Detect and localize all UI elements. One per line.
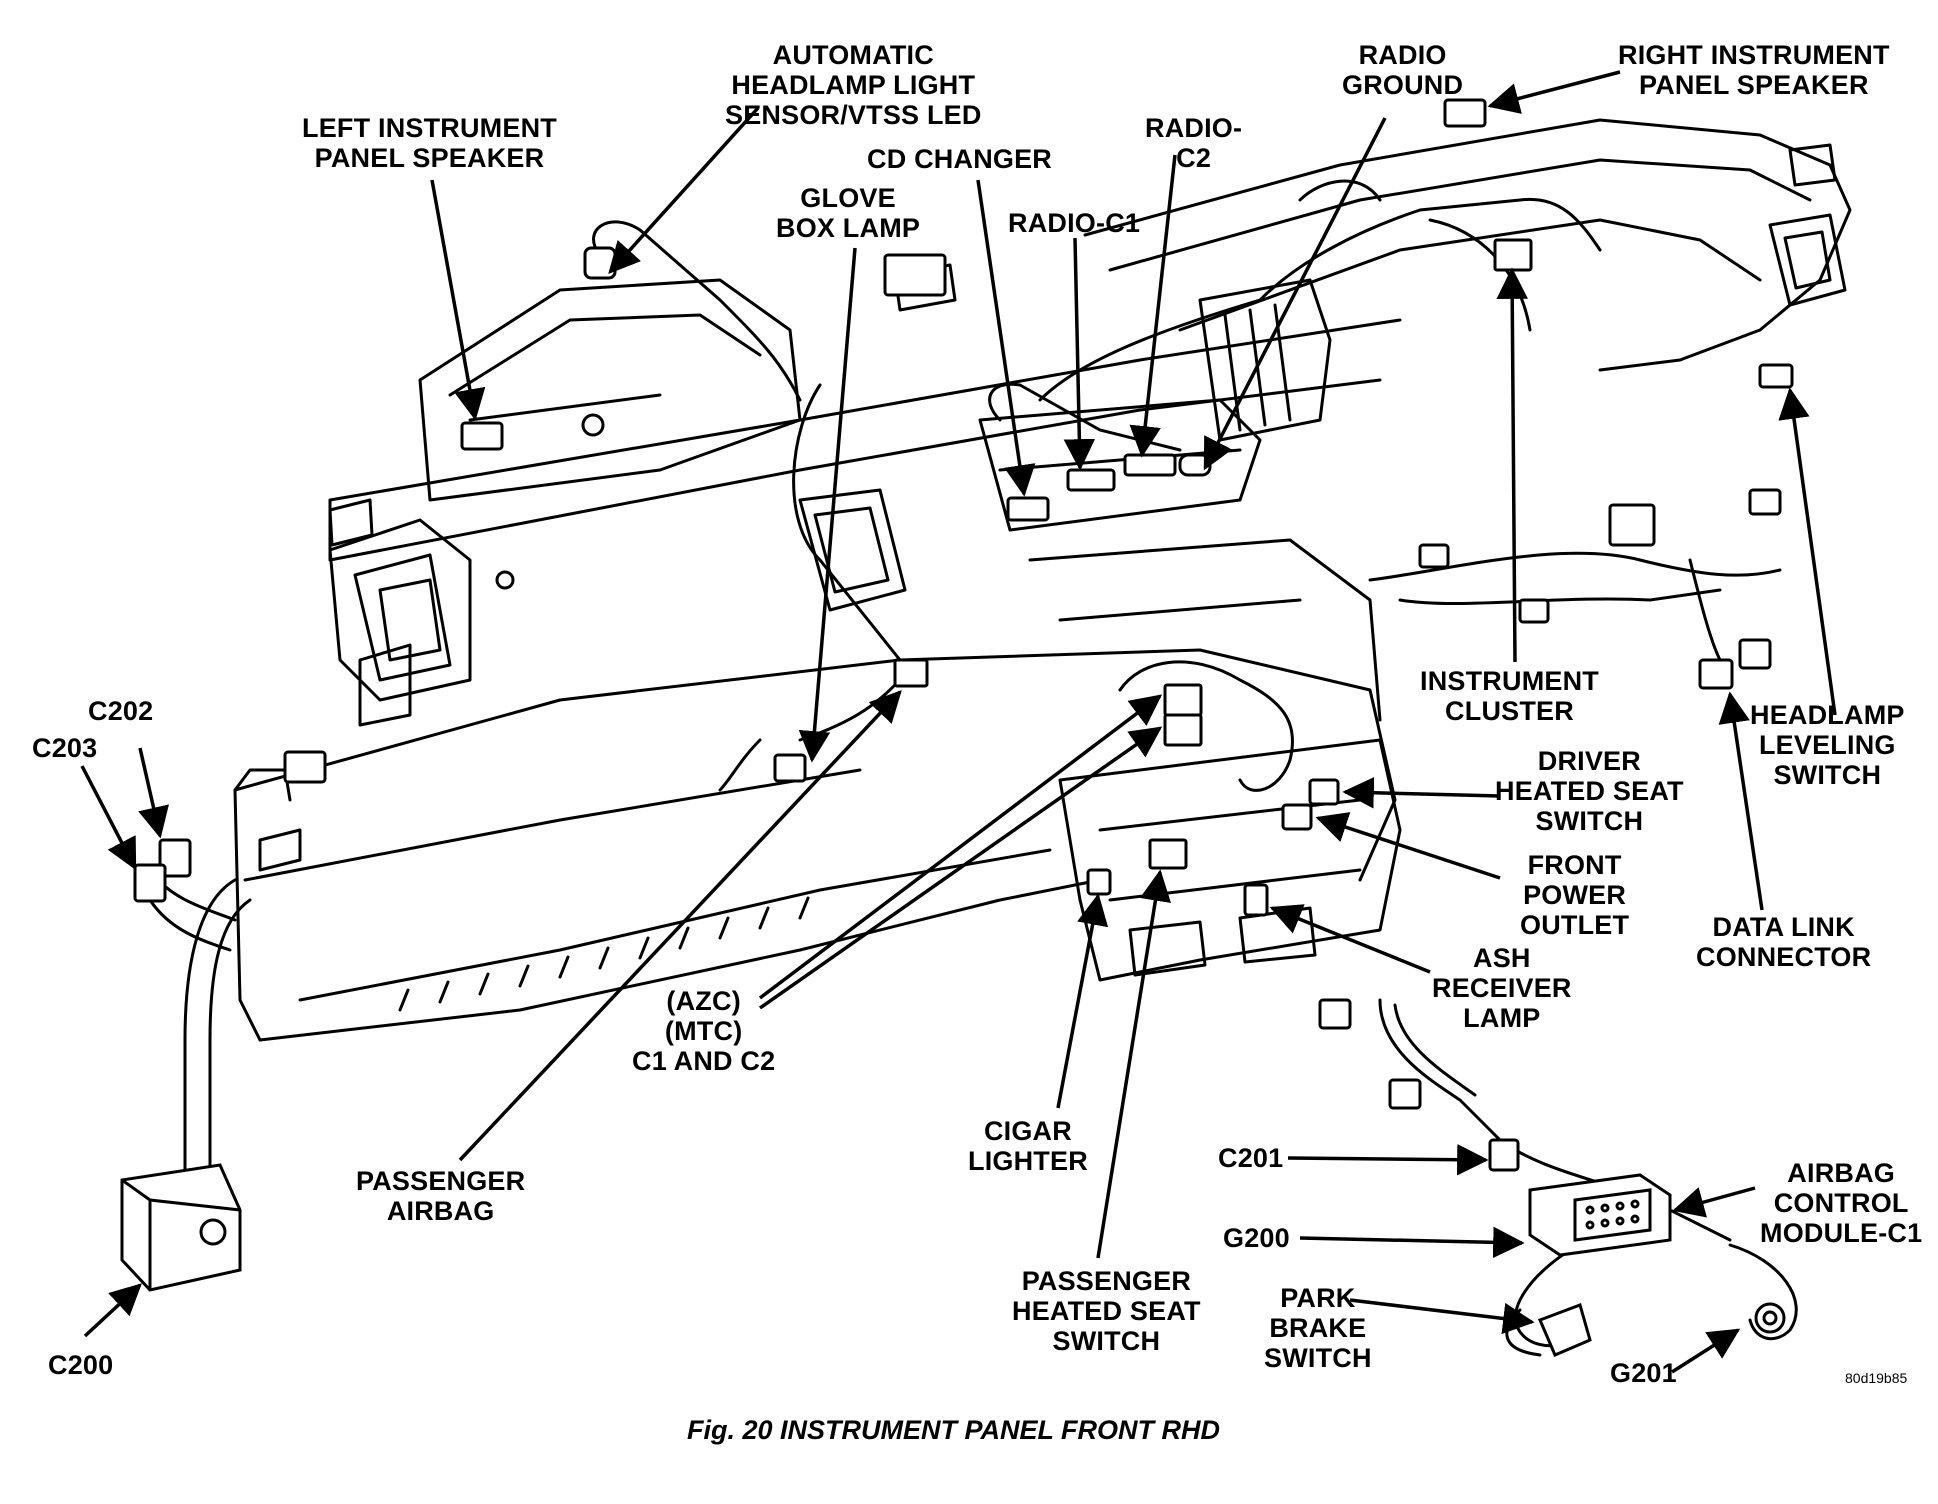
label-azc-mtc-c1-c2: (AZC) (MTC) C1 AND C2 [632, 986, 776, 1076]
label-cigar-lighter: CIGAR LIGHTER [968, 1116, 1088, 1176]
panel-structure [233, 118, 1852, 1042]
label-passenger-airbag: PASSENGER AIRBAG [356, 1166, 526, 1226]
leader-lines [80, 70, 1837, 1374]
label-radio-c1: RADIO-C1 [1008, 208, 1141, 238]
label-headlamp-leveling-switch: HEADLAMP LEVELING SWITCH [1750, 700, 1905, 790]
label-c202: C202 [88, 696, 154, 726]
label-left-instrument-panel-speaker: LEFT INSTRUMENT PANEL SPEAKER [302, 113, 557, 173]
label-c201: C201 [1218, 1143, 1284, 1173]
label-auto-headlamp-sensor: AUTOMATIC HEADLAMP LIGHT SENSOR/VTSS LED [725, 40, 982, 130]
label-front-power-outlet: FRONT POWER OUTLET [1520, 850, 1630, 940]
label-g200: G200 [1223, 1223, 1290, 1253]
label-passenger-heated-seat-switch: PASSENGER HEATED SEAT SWITCH [1012, 1266, 1201, 1356]
label-c200: C200 [48, 1350, 114, 1380]
label-park-brake-switch: PARK BRAKE SWITCH [1264, 1283, 1372, 1373]
label-airbag-control-module-c1: AIRBAG CONTROL MODULE-C1 [1760, 1158, 1923, 1248]
label-radio-c2: RADIO- C2 [1145, 113, 1243, 173]
label-g201: G201 [1610, 1358, 1677, 1388]
label-driver-heated-seat-switch: DRIVER HEATED SEAT SWITCH [1495, 746, 1684, 836]
label-glove-box-lamp: GLOVE BOX LAMP [776, 183, 921, 243]
label-data-link-connector: DATA LINK CONNECTOR [1696, 912, 1872, 972]
figure-caption: Fig. 20 INSTRUMENT PANEL FRONT RHD [687, 1415, 1221, 1445]
figure-code: 80d19b85 [1845, 1370, 1908, 1386]
label-c203: C203 [32, 733, 98, 763]
label-cd-changer: CD CHANGER [867, 144, 1053, 174]
label-instrument-cluster: INSTRUMENT CLUSTER [1420, 666, 1599, 726]
label-radio-ground: RADIO GROUND [1342, 40, 1464, 100]
label-ash-receiver-lamp: ASH RECEIVER LAMP [1432, 943, 1572, 1033]
label-right-instrument-panel-speaker: RIGHT INSTRUMENT PANEL SPEAKER [1618, 40, 1890, 100]
